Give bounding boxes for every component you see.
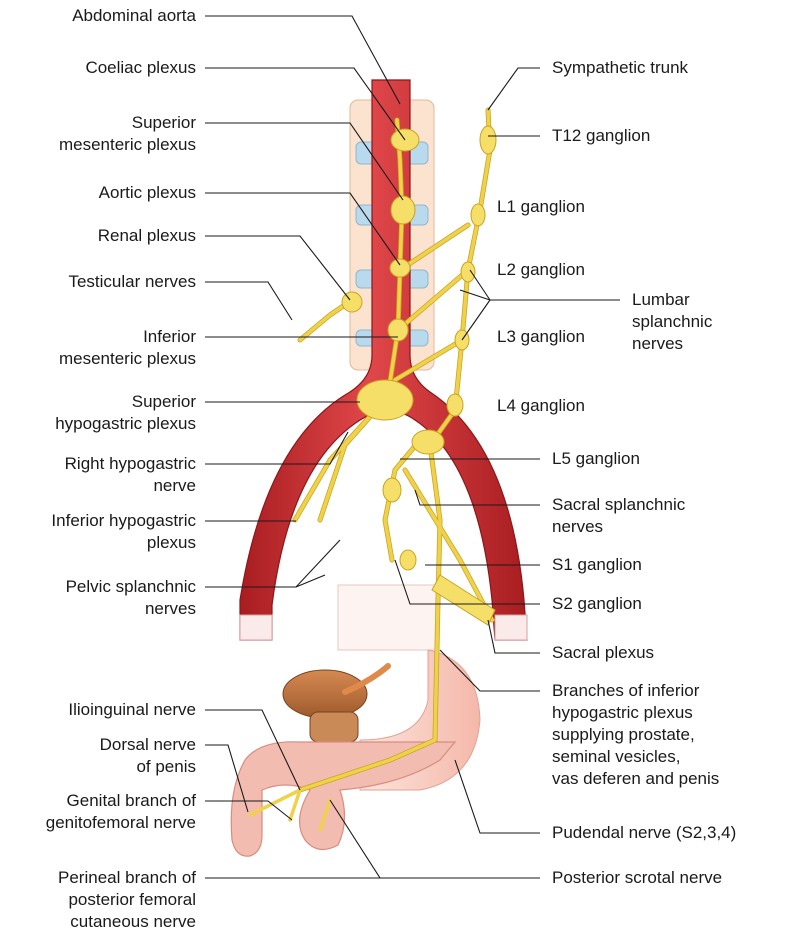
label-coeliac-plexus: Coeliac plexus [85, 57, 196, 79]
label-l5-ganglion: L5 ganglion [552, 448, 640, 470]
label-l2-ganglion: L2 ganglion [497, 259, 585, 281]
label-s2-ganglion: S2 ganglion [552, 593, 642, 615]
label-abdominal-aorta: Abdominal aorta [72, 5, 196, 27]
label-testicular-nerves: Testicular nerves [68, 271, 196, 293]
label-ilioinguinal-nerve: Ilioinguinal nerve [68, 699, 196, 721]
label-t12-ganglion: T12 ganglion [552, 125, 650, 147]
label-pudendal-nerve: Pudendal nerve (S2,3,4) [552, 822, 736, 844]
label-aortic-plexus: Aortic plexus [99, 182, 196, 204]
sacrum-outline [338, 585, 438, 650]
label-posterior-scrotal-nerve: Posterior scrotal nerve [552, 867, 722, 889]
label-l4-ganglion: L4 ganglion [497, 395, 585, 417]
abdominal-aorta [240, 80, 527, 640]
label-sacral-plexus: Sacral plexus [552, 642, 654, 664]
label-l1-ganglion: L1 ganglion [497, 196, 585, 218]
penis [231, 742, 455, 856]
label-s1-ganglion: S1 ganglion [552, 554, 642, 576]
label-renal-plexus: Renal plexus [98, 225, 196, 247]
label-l3-ganglion: L3 ganglion [497, 326, 585, 348]
label-sympathetic-trunk: Sympathetic trunk [552, 57, 688, 79]
prostate [283, 666, 388, 742]
